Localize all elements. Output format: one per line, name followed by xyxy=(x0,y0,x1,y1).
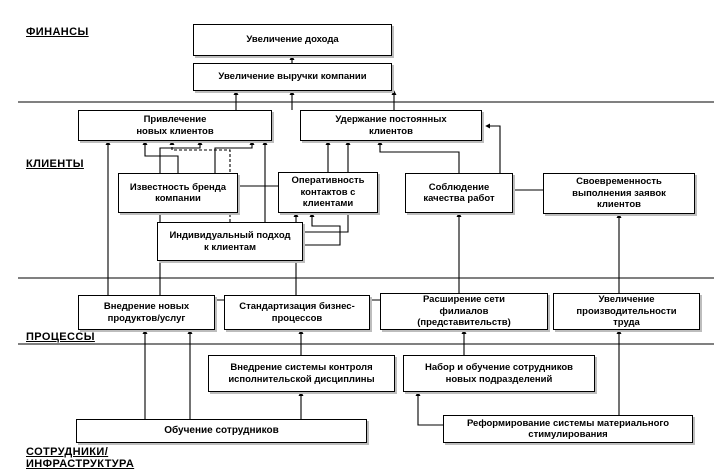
perspective-label-processes: ПРОЦЕССЫ xyxy=(26,331,95,343)
node-staff-training[interactable]: Обучение сотрудников xyxy=(76,419,367,443)
perspective-label-customers: КЛИЕНТЫ xyxy=(26,158,84,170)
node-brand-awareness[interactable]: Известность бренда компании xyxy=(118,173,238,213)
node-company-revenue[interactable]: Увеличение выручки компании xyxy=(193,63,392,91)
node-hire-and-train-staff[interactable]: Набор и обучение сотрудников новых подра… xyxy=(403,355,595,392)
node-labor-productivity[interactable]: Увеличение производительности труда xyxy=(553,293,700,330)
node-attract-new-customers[interactable]: Привлечение новых клиентов xyxy=(78,110,272,141)
node-new-products[interactable]: Внедрение новых продуктов/услуг xyxy=(78,295,215,330)
node-process-standardization[interactable]: Стандартизация бизнес- процессов xyxy=(224,295,370,330)
perspective-label-finance: ФИНАНСЫ xyxy=(26,26,89,38)
node-revenue-growth[interactable]: Увеличение дохода xyxy=(193,24,392,56)
node-timely-order-fulfillment[interactable]: Своевременность выполнения заявок клиент… xyxy=(543,173,695,214)
node-retain-regular-customers[interactable]: Удержание постоянных клиентов xyxy=(300,110,482,141)
node-quality-compliance[interactable]: Соблюдение качества работ xyxy=(405,173,513,213)
node-contact-speed[interactable]: Оперативность контактов с клиентами xyxy=(278,172,378,213)
perspective-label-people: СОТРУДНИКИ/ ИНФРАСТРУКТУРА xyxy=(26,446,135,470)
node-branch-network-expansion[interactable]: Расширение сети филиалов (представительс… xyxy=(380,293,548,330)
node-discipline-control-system[interactable]: Внедрение системы контроля исполнительск… xyxy=(208,355,395,392)
node-individual-approach[interactable]: Индивидуальный подход к клиентам xyxy=(157,222,303,261)
node-incentive-system-reform[interactable]: Реформирование системы материального сти… xyxy=(443,415,693,443)
